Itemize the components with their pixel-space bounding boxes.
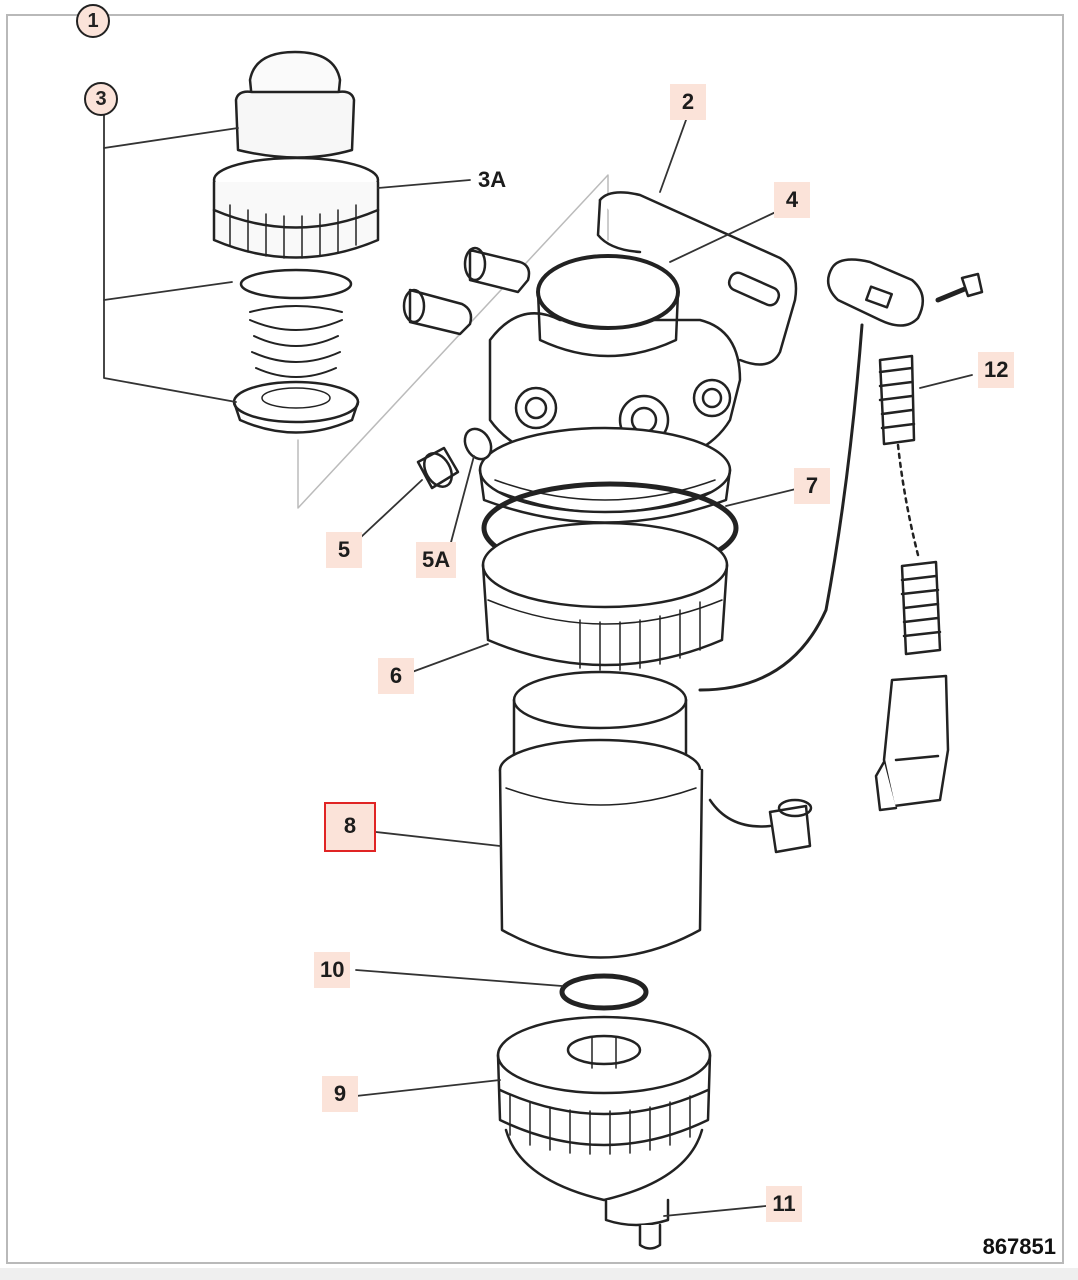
cap-assembly — [212, 50, 380, 434]
callout-7[interactable]: 7 — [794, 468, 830, 504]
callout-11[interactable]: 11 — [766, 1186, 802, 1222]
callout-8[interactable]: 8 — [324, 802, 376, 852]
callout-9[interactable]: 9 — [322, 1076, 358, 1112]
sensor-harness — [698, 258, 984, 812]
callout-5a[interactable]: 5A — [416, 542, 457, 578]
sealing-washer — [463, 427, 493, 461]
callout-6[interactable]: 6 — [378, 658, 414, 694]
callout-4[interactable]: 4 — [774, 182, 810, 218]
mounting-bracket — [596, 191, 798, 366]
callout-2[interactable]: 2 — [670, 84, 706, 120]
callout-12[interactable]: 12 — [978, 352, 1015, 388]
water-bowl — [496, 1015, 712, 1202]
o-ring-small — [559, 973, 649, 1011]
callout-3[interactable]: 3 — [84, 82, 118, 116]
filter-element — [498, 670, 813, 959]
retaining-collar — [481, 521, 729, 671]
drain-valve — [604, 1198, 670, 1250]
diagram-reference-number: 867851 — [982, 1234, 1056, 1259]
bottom-edge — [0, 1268, 1078, 1280]
callout-5[interactable]: 5 — [326, 532, 362, 568]
leader-lines — [103, 109, 973, 1217]
callout-3a[interactable]: 3A — [478, 167, 507, 192]
bleed-screw — [416, 446, 460, 490]
callout-10[interactable]: 10 — [314, 952, 351, 988]
callout-1[interactable]: 1 — [76, 4, 110, 38]
